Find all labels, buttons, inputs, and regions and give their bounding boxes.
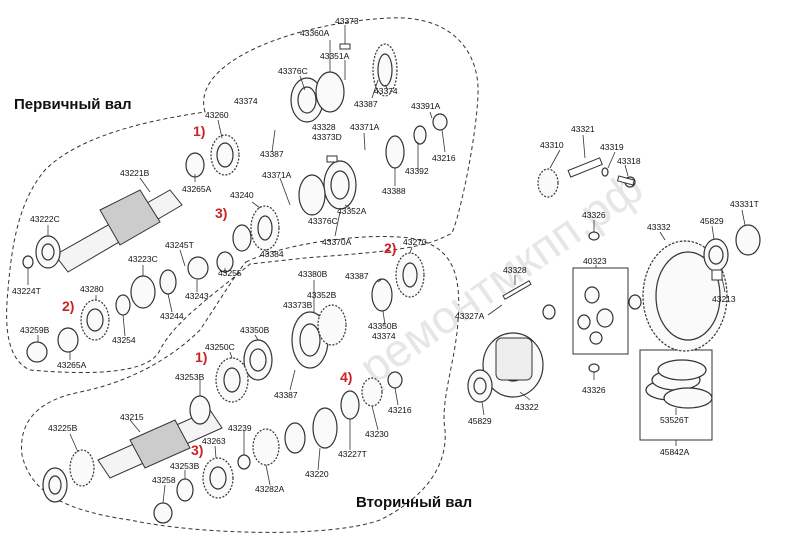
part-label: 53526T xyxy=(660,415,689,425)
part-label: 43270 xyxy=(403,237,427,247)
part-label: 43265A xyxy=(182,184,212,194)
part-label: 45829 xyxy=(700,216,724,226)
primary-shaft-title: Первичный вал xyxy=(14,96,132,113)
part-label: 43388 xyxy=(382,186,406,196)
part-label: 43328 xyxy=(503,265,527,275)
part-label: 45842A xyxy=(660,447,690,457)
part-label: 43243 xyxy=(185,291,209,301)
part-label: 43352A xyxy=(337,206,367,216)
part-label: 43220 xyxy=(305,469,329,479)
part-label: 43213 xyxy=(712,294,736,304)
marker-2-primary: 2) xyxy=(62,298,74,314)
part-label: 43263 xyxy=(202,436,226,446)
part-label: 43253B xyxy=(175,372,205,382)
part-label: 43373 xyxy=(335,16,359,26)
part-label: 43374 xyxy=(234,96,258,106)
part-label: 43387 xyxy=(274,390,298,400)
secondary-shaft-title: Вторичный вал xyxy=(356,494,472,511)
part-label: 43216 xyxy=(388,405,412,415)
part-label: 43253B xyxy=(170,461,200,471)
part-label: 43326 xyxy=(582,385,606,395)
part-label: 43374 xyxy=(374,86,398,96)
primary-shaft-outline xyxy=(6,17,479,373)
primary-shaft-body xyxy=(54,189,183,273)
part-label: 40323 xyxy=(583,256,607,266)
part-label: 43384 xyxy=(260,249,284,259)
part-labels: 43373 43360A 43351A 43376C 43387 43374 4… xyxy=(12,16,759,494)
part-label: 43352B xyxy=(307,290,337,300)
marker-1-secondary: 1) xyxy=(195,349,207,365)
part-label: 43244 xyxy=(160,311,184,321)
part-label: 43321 xyxy=(571,124,595,134)
part-label: 43322 xyxy=(515,402,539,412)
step-markers: 1) 2) 3) 1) 2) 3) 4) xyxy=(62,123,396,458)
gear-shapes xyxy=(22,43,761,524)
part-label: 43221B xyxy=(120,168,150,178)
part-label: 43260 xyxy=(205,110,229,120)
differential-box xyxy=(572,267,629,355)
part-label: 43216 xyxy=(432,153,456,163)
part-label: 43328 xyxy=(312,122,336,132)
part-label: 43239 xyxy=(228,423,252,433)
part-label: 43240 xyxy=(230,190,254,200)
part-label: 43392 xyxy=(405,166,429,176)
part-label: 43282A xyxy=(255,484,285,494)
part-label: 43227T xyxy=(338,449,367,459)
part-label: 43215 xyxy=(120,412,144,422)
part-label: 43351A xyxy=(320,51,350,61)
part-label: 43373B xyxy=(283,300,313,310)
part-label: 43350B xyxy=(240,325,270,335)
part-label: 43327A xyxy=(455,311,485,321)
part-label: 43223C xyxy=(128,254,158,264)
marker-3-primary: 3) xyxy=(215,205,227,221)
leader-lines xyxy=(27,25,746,504)
part-label: 43387 xyxy=(354,99,378,109)
part-label: 43371A xyxy=(350,122,380,132)
part-label: 43310 xyxy=(540,140,564,150)
part-label: 43258 xyxy=(152,475,176,485)
marker-4-secondary: 4) xyxy=(340,369,352,385)
part-label: 43331T xyxy=(730,199,759,209)
marker-2-secondary: 2) xyxy=(384,240,396,256)
part-label: 43387 xyxy=(260,149,284,159)
part-label: 45829 xyxy=(468,416,492,426)
part-label: 43326 xyxy=(582,210,606,220)
part-label: 43224T xyxy=(12,286,41,296)
part-label: 43225B xyxy=(48,423,78,433)
detail-shapes xyxy=(326,43,723,381)
part-label: 43376C xyxy=(278,66,308,76)
part-label: 43230 xyxy=(365,429,389,439)
part-label: 43255 xyxy=(218,268,242,278)
part-label: 43373D xyxy=(312,132,342,142)
part-label: 43265A xyxy=(57,360,87,370)
part-label: 43250C xyxy=(205,342,235,352)
marker-3-secondary: 3) xyxy=(191,442,203,458)
part-label: 43222C xyxy=(30,214,60,224)
part-label: 43245T xyxy=(165,240,194,250)
part-label: 43254 xyxy=(112,335,136,345)
secondary-shaft-body xyxy=(97,409,223,479)
part-label: 43376C xyxy=(308,216,338,226)
part-label: 43370A xyxy=(322,237,352,247)
secondary-shaft-outline xyxy=(21,236,460,533)
part-label: 43360A xyxy=(300,28,330,38)
part-label: 43319 xyxy=(600,142,624,152)
part-label: 43387 xyxy=(345,271,369,281)
part-label: 43391A xyxy=(411,101,441,111)
part-label: 43259B xyxy=(20,325,50,335)
part-label: 43280 xyxy=(80,284,104,294)
part-label: 43332 xyxy=(647,222,671,232)
part-label: 43350B xyxy=(368,321,398,331)
part-label: 43318 xyxy=(617,156,641,166)
marker-1-primary: 1) xyxy=(193,123,205,139)
part-label: 43380B xyxy=(298,269,328,279)
part-label: 43374 xyxy=(372,331,396,341)
part-label: 43371A xyxy=(262,170,292,180)
